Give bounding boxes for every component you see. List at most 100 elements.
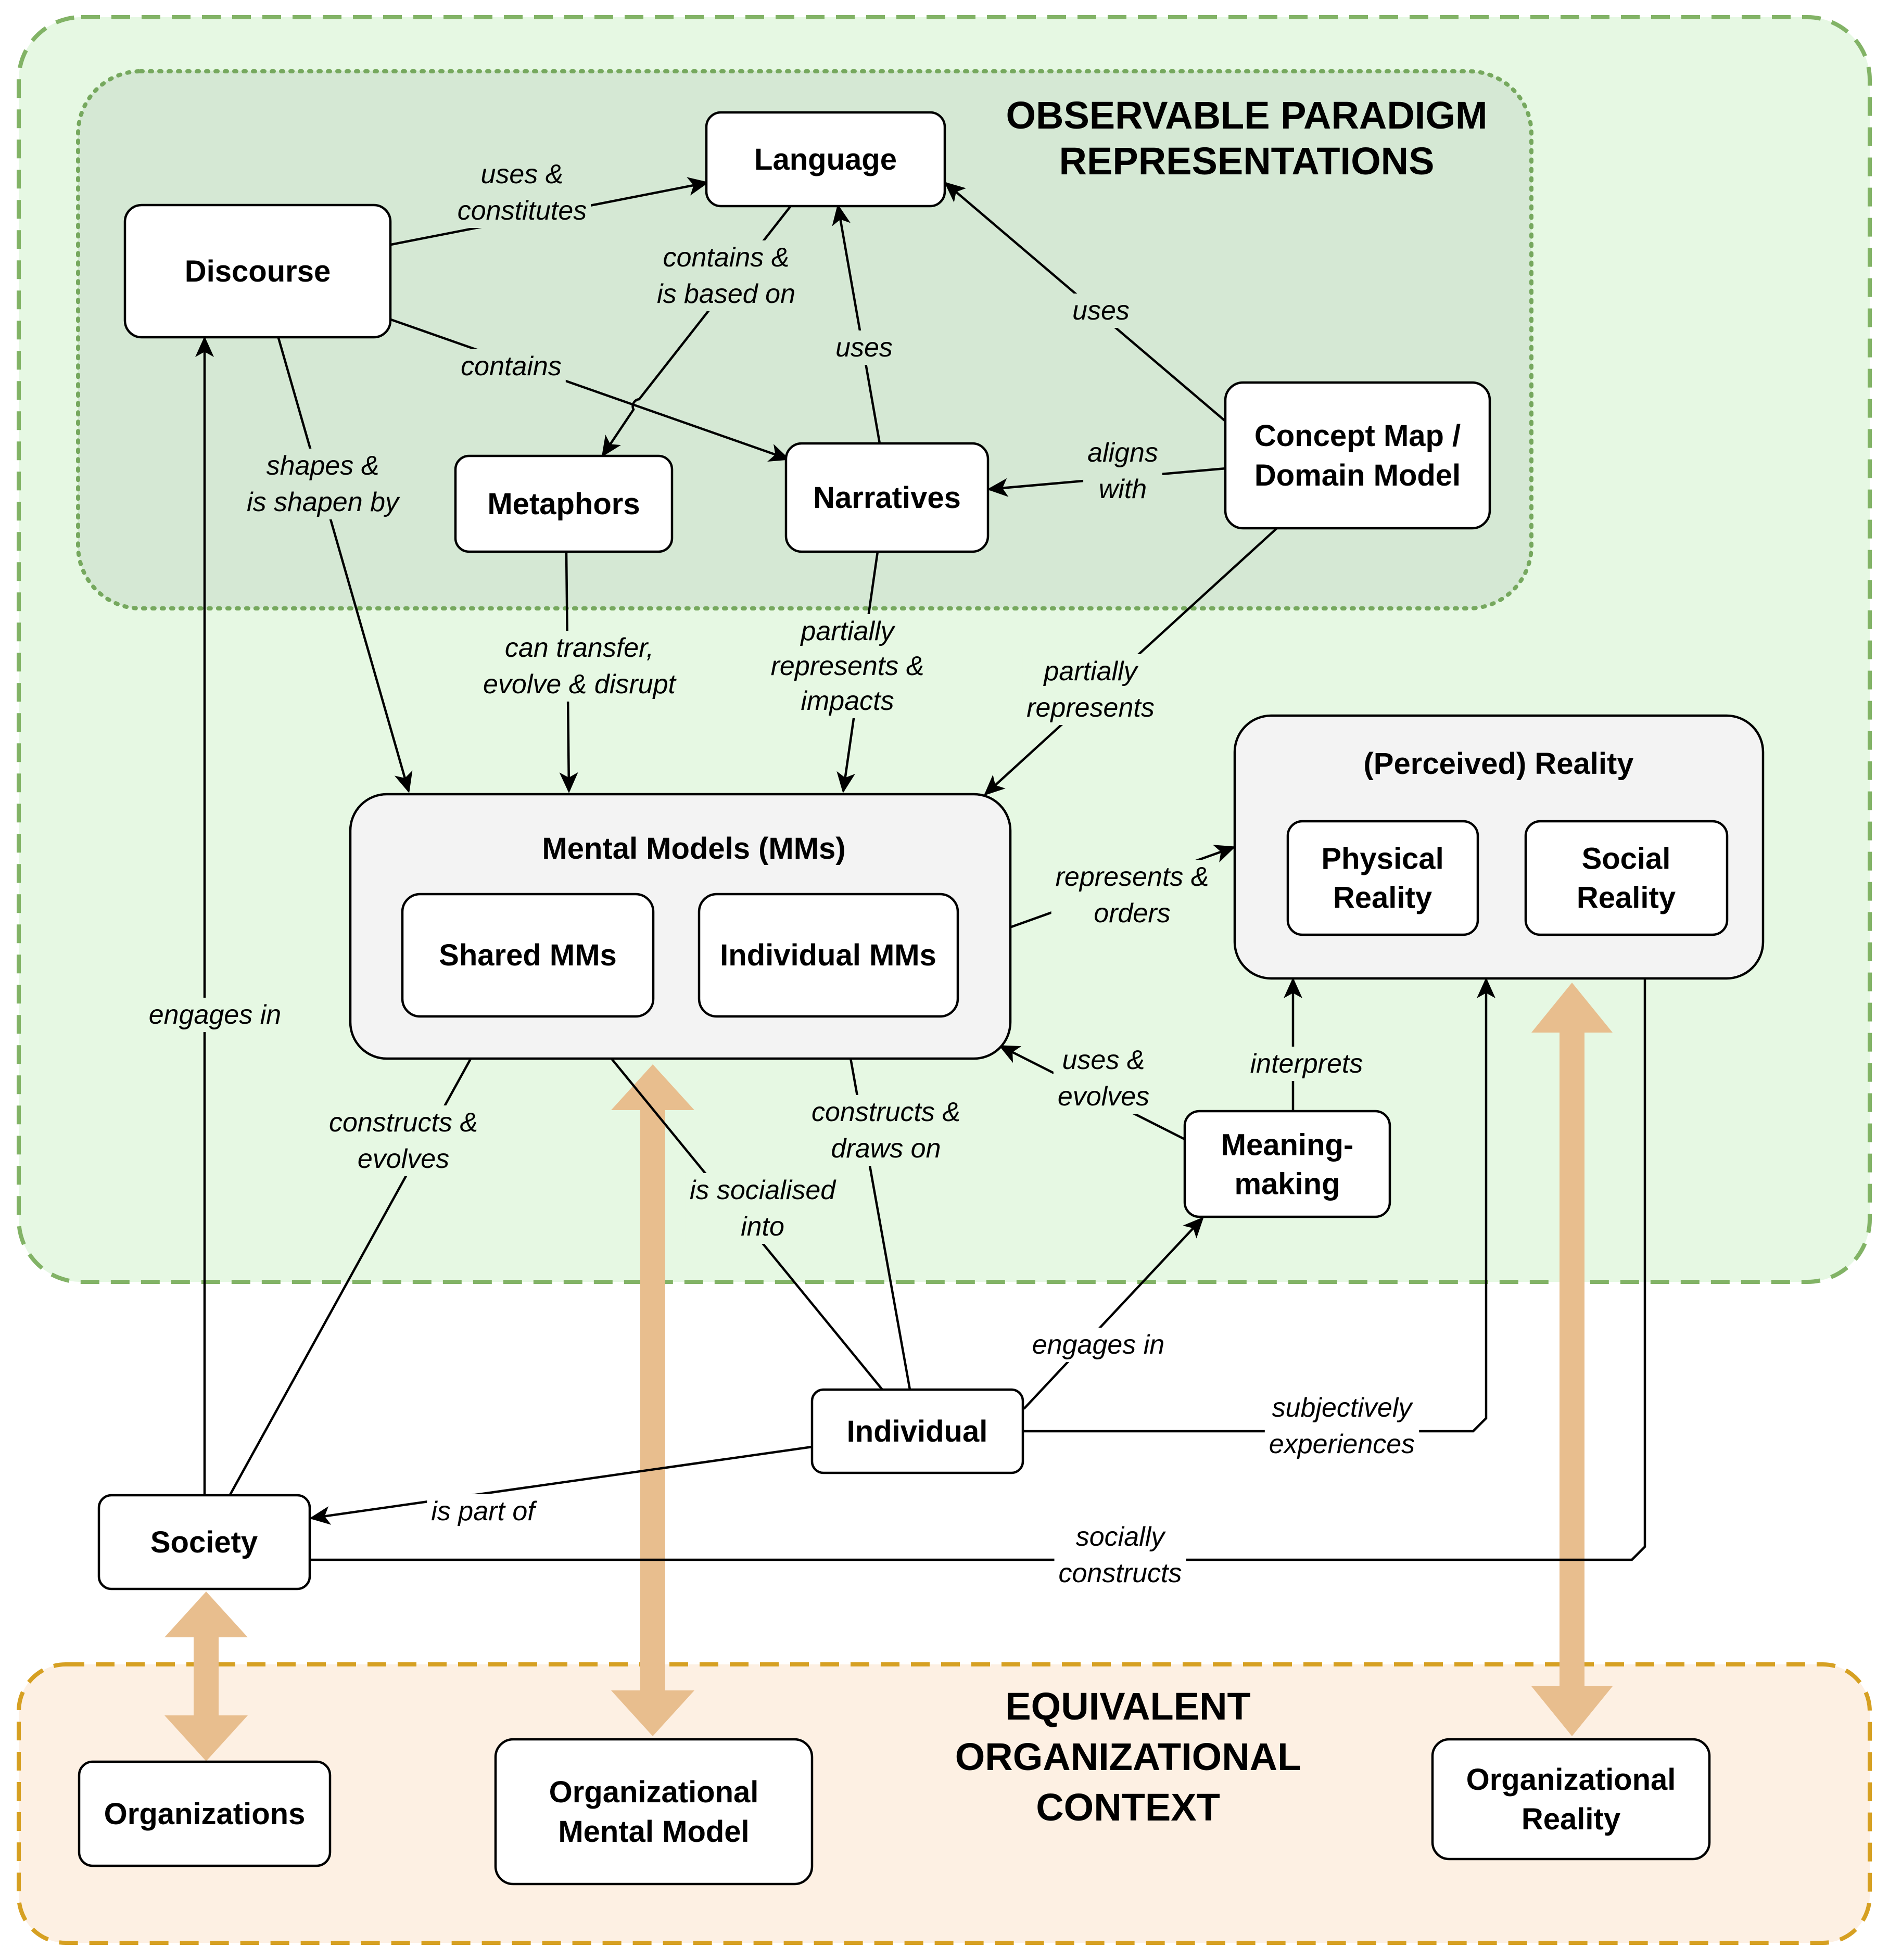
- edge-individual-individual-mms-label-line: draws on: [831, 1134, 941, 1164]
- edge-narratives-mental-models-label-line: partially: [800, 616, 895, 646]
- edge-society-discourse: engages in: [144, 336, 286, 1495]
- node-org-mental-model-label-line: Organizational: [549, 1775, 759, 1809]
- organizational-context-title-line: ORGANIZATIONAL: [955, 1735, 1301, 1778]
- edge-concept-narratives-label-line: aligns: [1087, 438, 1158, 468]
- organizational-context-box: [17, 1662, 1872, 1945]
- node-discourse: Discourse: [123, 203, 392, 339]
- node-concept-map: Concept Map /Domain Model: [1224, 381, 1491, 530]
- edge-society-shared-mms-line: [229, 1015, 495, 1496]
- edge-discourse-mental-models-label-line: shapes &: [267, 451, 379, 481]
- edge-language-metaphors-line: [601, 205, 792, 457]
- edge-individual-society-label: is part of: [431, 1496, 537, 1526]
- node-shared-mms-label: Shared MMs: [439, 938, 617, 972]
- observable-title-line: OBSERVABLE PARADIGM: [1006, 94, 1487, 137]
- node-narratives-label-line: Narratives: [813, 481, 961, 515]
- node-discourse-label: Discourse: [185, 254, 331, 288]
- edge-label-background: [653, 240, 800, 311]
- node-shared-mms-label-line: Shared MMs: [439, 938, 617, 972]
- node-social-reality-label-line: Social: [1582, 842, 1671, 875]
- edge-concept-mental-models-label-line: partially: [1043, 656, 1138, 686]
- node-meaning-making-label: Meaning-making: [1221, 1128, 1354, 1201]
- edge-label-background: [831, 330, 897, 365]
- edge-mental-models-reality: represents &orders: [1009, 845, 1236, 931]
- organizational-context-title-line: EQUIVALENT: [1005, 1685, 1250, 1728]
- edge-language-metaphors-label: contains &is based on: [657, 243, 795, 309]
- edge-label-background: [1068, 294, 1134, 328]
- edge-narratives-mental-models-label-line: impacts: [801, 686, 894, 716]
- edge-individual-individual-mms-label-line: constructs &: [812, 1097, 960, 1127]
- edge-metaphors-mental-models-label-line: evolve & disrupt: [483, 669, 677, 699]
- node-individual-mms-label-line: Individual MMs: [720, 938, 936, 972]
- edge-individual-society-label-line: is part of: [431, 1496, 537, 1526]
- node-org-reality-label-line: Organizational: [1466, 1763, 1676, 1797]
- edge-individual-society-line: [309, 1445, 813, 1525]
- node-language: Language: [705, 111, 946, 208]
- edge-narratives-language-label: uses: [835, 333, 893, 363]
- edge-label-background: [766, 614, 929, 718]
- edge-concept-mental-models-label: partially represents: [1026, 656, 1155, 723]
- node-discourse-box: [123, 203, 392, 339]
- node-social-reality-box: [1524, 820, 1729, 936]
- edge-discourse-language-label: uses &constitutes: [458, 159, 587, 226]
- edge-individual-shared-mms-label-line: into: [741, 1212, 784, 1242]
- edge-label-background: [1022, 654, 1159, 725]
- edge-narratives-language-line: [832, 204, 881, 444]
- edge-society-shared-mms-label: constructs &evolves: [329, 1108, 478, 1174]
- edge-label-background: [144, 998, 286, 1032]
- edge-discourse-mental-models-line: [276, 336, 413, 793]
- edge-concept-language: uses: [944, 182, 1227, 423]
- nodes: Language Discourse Metaphors Narratives …: [78, 111, 1765, 1886]
- edge-individual-society: is part of: [309, 1445, 813, 1529]
- edge-meaning-making-mental-models-label-line: uses &: [1062, 1045, 1145, 1075]
- node-physical-reality-label-line: Reality: [1333, 881, 1432, 914]
- node-language-box: [705, 111, 946, 208]
- edge-label-background: [243, 449, 404, 519]
- edge-label-background: [1264, 1391, 1419, 1461]
- edge-meaning-making-physical-reality: interprets: [1246, 977, 1367, 1111]
- node-org-mental-model-label-line: Mental Model: [558, 1815, 749, 1849]
- node-language-label: Language: [754, 143, 897, 176]
- edge-individual-individual-mms-line: [837, 1015, 911, 1390]
- node-metaphors-box: [454, 454, 674, 553]
- node-individual-label-line: Individual: [847, 1415, 988, 1448]
- node-discourse-label-line: Discourse: [185, 254, 331, 288]
- edge-label-background: [479, 631, 681, 702]
- edge-society-discourse-label: engages in: [149, 1000, 281, 1030]
- node-meaning-making-label-line: Meaning-: [1221, 1128, 1354, 1162]
- edge-concept-mental-models-label-line: represents: [1026, 693, 1155, 723]
- node-individual-box: [810, 1388, 1024, 1474]
- edge-narratives-language-label-line: uses: [835, 333, 893, 363]
- edge-discourse-narratives-label-line: contains: [461, 351, 562, 381]
- edge-mental-models-reality-label: represents &orders: [1056, 862, 1209, 928]
- node-mental-models-label-line: Mental Models (MMs): [542, 832, 845, 866]
- edge-individual-reality-line: [1024, 977, 1495, 1433]
- edge-society-shared-mms-label-line: evolves: [358, 1144, 449, 1174]
- node-org-reality-box: [1431, 1738, 1711, 1861]
- edge-label-background: [1054, 1520, 1186, 1590]
- edge-concept-mental-models: partially represents: [984, 527, 1278, 796]
- edge-individual-meaning-making-label-line: engages in: [1032, 1330, 1164, 1360]
- edge-discourse-mental-models-label: shapes &is shapen by: [247, 451, 400, 517]
- node-individual-mms-label: Individual MMs: [720, 938, 936, 972]
- node-shared-mms: Shared MMs: [401, 893, 655, 1018]
- node-language-label-line: Language: [754, 143, 897, 176]
- edge-society-social-reality-label-line: constructs: [1059, 1558, 1182, 1588]
- edge-meaning-making-mental-models-label-line: evolves: [1058, 1081, 1149, 1112]
- reality-org-reality-link: [1531, 983, 1613, 1736]
- edge-individual-individual-mms-label: constructs & draws on: [812, 1097, 960, 1164]
- edge-language-metaphors: contains &is based on: [601, 205, 800, 457]
- node-society-label: Society: [150, 1525, 258, 1559]
- edge-meaning-making-mental-models-label: uses & evolves: [1058, 1045, 1149, 1112]
